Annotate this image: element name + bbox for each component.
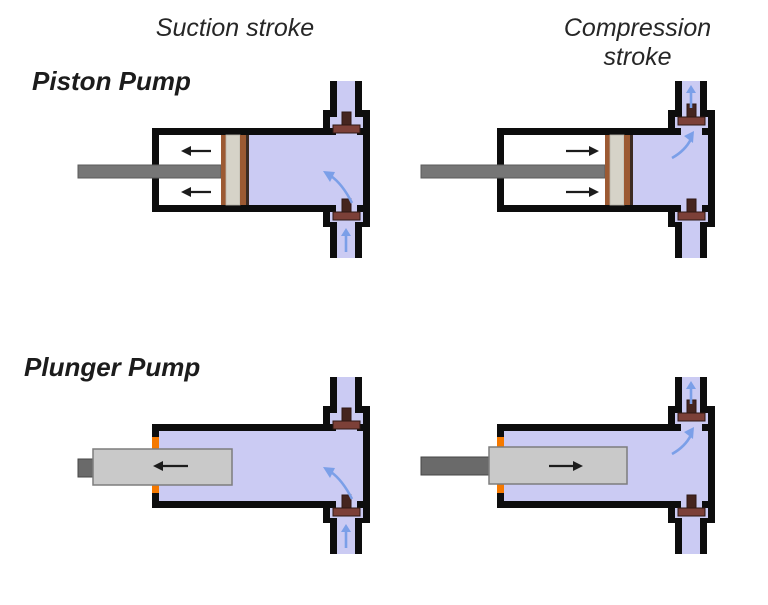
row-label-piston-pump: Piston Pump xyxy=(32,66,191,96)
plunger-pump-suction-stroke xyxy=(77,377,370,554)
column-header-suction-stroke: Suction stroke xyxy=(155,14,315,42)
row-label-plunger-pump: Plunger Pump xyxy=(24,352,201,382)
piston-pump-suction-stroke xyxy=(77,81,370,258)
piston-pump-compression-stroke xyxy=(420,81,715,258)
plunger-pump-compression-stroke xyxy=(420,377,715,554)
column-header-compression-stroke: Compression stroke xyxy=(563,14,712,71)
